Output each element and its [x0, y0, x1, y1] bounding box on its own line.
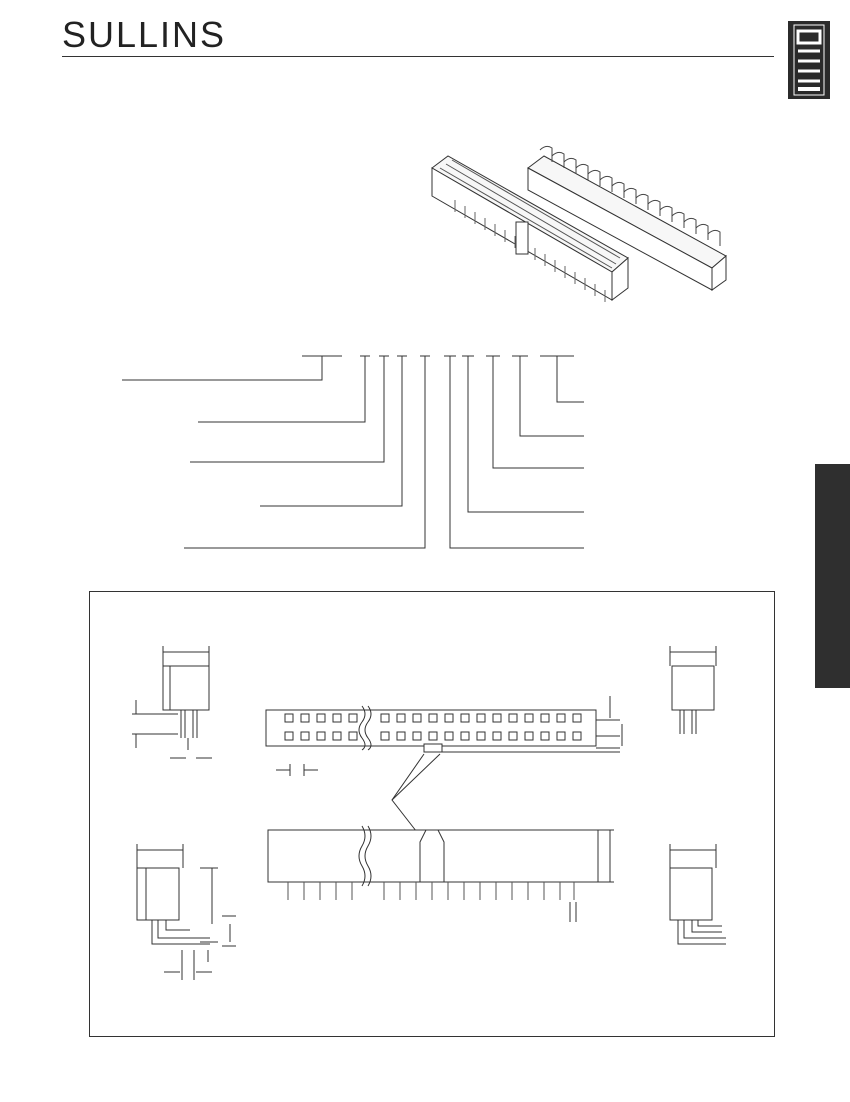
right-angle-header-drawing [527, 145, 727, 291]
side-view-right-angle-right [669, 844, 726, 945]
straight-header-drawing [431, 155, 629, 302]
side-view-right-angle-left [136, 844, 236, 980]
leader-line-8 [492, 356, 584, 469]
leader-line-5 [184, 356, 426, 549]
top-view-pin-grid [284, 713, 582, 741]
dimension-drawing-frame [89, 591, 775, 1037]
catalog-section-mark-icon [788, 21, 830, 99]
leader-line-2 [198, 356, 366, 423]
top-view-header [265, 696, 623, 837]
side-view-straight-right [669, 646, 717, 734]
leader-line-9 [519, 356, 584, 437]
brand-logo: SULLINS [62, 14, 227, 55]
leader-line-4 [260, 356, 403, 507]
leader-line-3 [190, 356, 385, 463]
catalog-side-tab-icon [815, 464, 850, 688]
leader-line-1 [122, 356, 323, 381]
section-mark-glyph [793, 24, 825, 96]
leader-line-10 [556, 356, 584, 403]
header-rule [62, 56, 774, 57]
side-view-straight-left [132, 646, 212, 759]
leader-line-7 [467, 356, 584, 513]
leader-line-6 [449, 356, 584, 549]
front-view-header [267, 825, 614, 922]
